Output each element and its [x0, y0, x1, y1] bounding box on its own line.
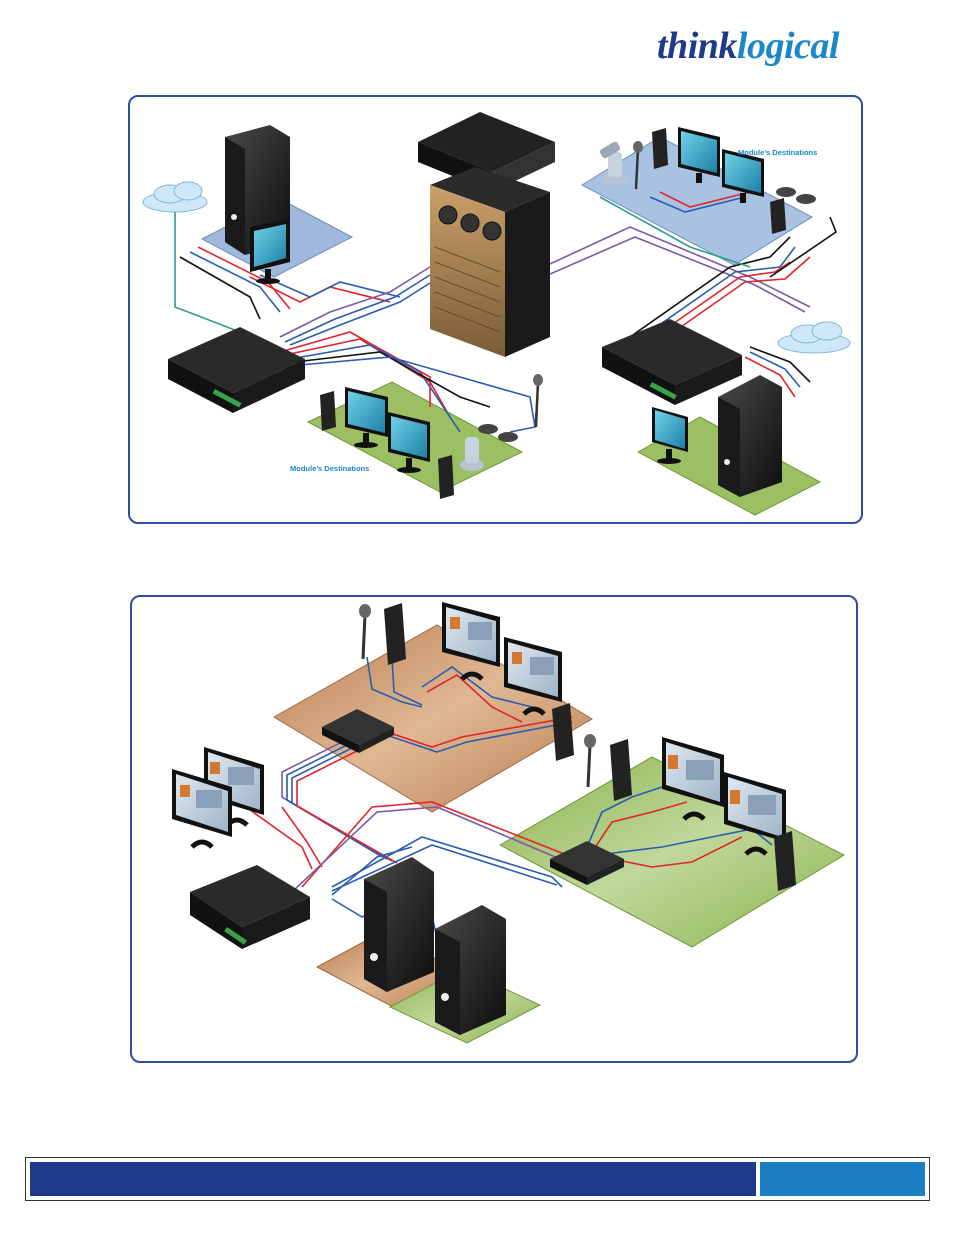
footer-side-block: [760, 1162, 925, 1196]
monitor-top-left: [250, 219, 290, 284]
footer-bar: [25, 1157, 930, 1201]
microphone-icon-top: [359, 604, 371, 659]
central-matrix-rack: [418, 112, 555, 357]
diagram-1-svg: [130, 97, 861, 522]
cloud-icon-right: [778, 322, 850, 353]
destinations-label-bottom-left: Module’s Destinations: [290, 464, 369, 473]
tower-pc-bottom-2: [435, 905, 506, 1035]
tower-pc-bottom-right: [718, 375, 782, 497]
speaker-top-right-1: [652, 128, 668, 169]
tower-pc-bottom-1: [364, 857, 434, 992]
system-diagram-panel-2: [130, 595, 858, 1063]
footer-main-block: [30, 1162, 756, 1196]
speaker-bottom-left-1: [320, 391, 336, 431]
microphone-icon-right: [584, 734, 596, 787]
logo-logical: logical: [737, 25, 839, 67]
thinklogical-logo: thinklogical: [657, 24, 839, 68]
logo-think: think: [657, 25, 737, 67]
speaker-top-right-2: [770, 198, 786, 234]
cloud-icon-left: [143, 182, 207, 212]
kvm-chassis-left-2: [190, 865, 310, 949]
kvm-chassis-right: [602, 319, 742, 405]
destinations-label-top-right: Module’s Destinations: [738, 148, 817, 157]
microphone-icon-bottom-left: [533, 374, 543, 427]
kvm-chassis-left: [168, 327, 305, 413]
system-diagram-panel-1: Module’s Destinations Module’s Destinati…: [128, 95, 863, 524]
speaker-bottom-left-2: [438, 455, 454, 499]
diagram-2-svg: [132, 597, 856, 1061]
